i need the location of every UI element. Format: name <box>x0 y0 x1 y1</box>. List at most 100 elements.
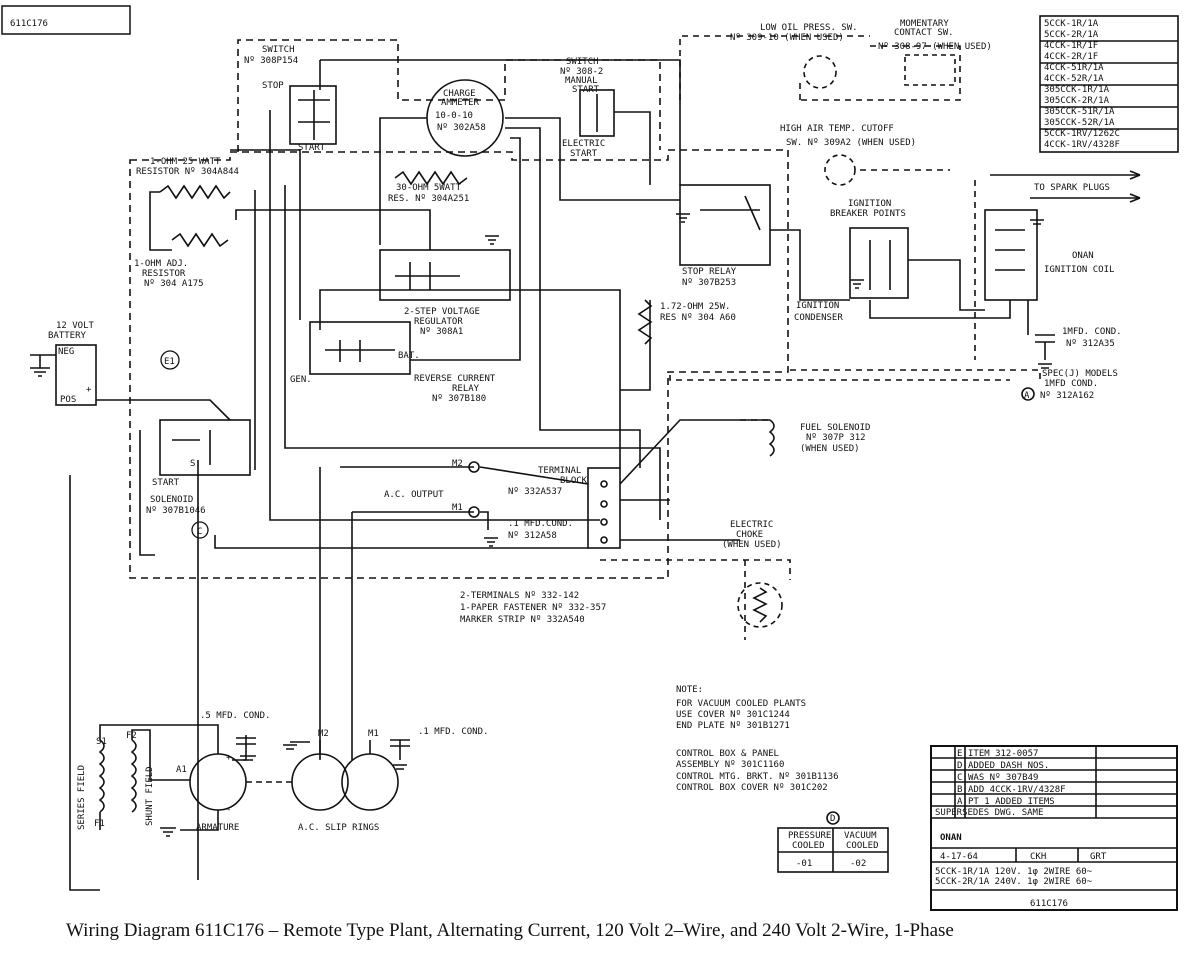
gen-label: GEN. <box>290 375 312 385</box>
title-block <box>930 745 1178 911</box>
marker-c: C <box>197 527 202 537</box>
low-oil-2: Nº 309-10 (WHEN USED) <box>730 33 844 43</box>
arm-plus: + <box>226 753 232 763</box>
momentary-3: Nº 308-97 (WHEN USED) <box>878 42 992 52</box>
start-stop-switch <box>289 85 337 145</box>
ac-output: A.C. OUTPUT <box>384 490 444 500</box>
rcr-2: RELAY <box>452 384 480 394</box>
model-item: 4CCK-1R/1F <box>1044 41 1098 51</box>
cond1-1: 1MFD. COND. <box>1062 327 1122 337</box>
vreg-3: Nº 308A1 <box>420 327 463 337</box>
model-item: 4CCK-51R/1A <box>1044 63 1104 73</box>
electric-start: START <box>570 149 598 159</box>
onan-1: ONAN <box>1072 251 1094 261</box>
electric: ELECTRIC <box>562 139 605 149</box>
ign-cond-1: IGNITION <box>796 301 839 311</box>
battery-plus: + <box>86 385 92 395</box>
model-list: 5CCK-1R/1A5CCK-2R/1A4CCK-1R/1F4CCK-2R/1F… <box>1044 19 1120 150</box>
choke-3: (WHEN USED) <box>722 540 782 550</box>
slip-ring-2 <box>341 753 399 811</box>
ign-breaker-1: IGNITION <box>848 199 891 209</box>
stop-relay-2: Nº 307B253 <box>682 278 736 288</box>
marker-e1: E1 <box>164 357 175 367</box>
term-1: TERMINAL <box>538 466 581 476</box>
revision-desc: ITEM 312-0057 <box>968 749 1038 759</box>
revision-letter: B <box>957 785 962 795</box>
desc-2: 5CCK-2R/1A 240V. 1φ 2WIRE 60~ <box>935 877 1093 887</box>
adj-3: Nº 304 A175 <box>144 279 204 289</box>
low-oil-pressure-switch <box>803 55 837 89</box>
start-solenoid <box>159 419 251 476</box>
model-item: 305CCK-2R/1A <box>1044 96 1110 106</box>
s1-label: S1 <box>96 737 107 747</box>
adj-2: RESISTOR <box>142 269 186 279</box>
model-item: 4CCK-1RV/4328F <box>1044 140 1120 150</box>
company-logo: ONAN <box>940 833 962 843</box>
revision-desc: ADDED DASH NOS. <box>968 761 1049 771</box>
momentary-2: CONTACT SW. <box>894 28 954 38</box>
vacuum-1: VACUUM <box>844 831 877 841</box>
cond58-2: Nº 312A58 <box>508 531 557 541</box>
revision-letter: C <box>957 773 962 783</box>
parts-1: 2-TERMINALS Nº 332-142 <box>460 591 579 601</box>
cond58-1: .1 MFD.COND. <box>508 519 573 529</box>
manual-start: START <box>572 85 600 95</box>
date: 4-17-64 <box>940 852 978 862</box>
bat-label: BAT. <box>398 351 420 361</box>
ign-cond-2: CONDENSER <box>794 313 843 323</box>
figure-caption: Wiring Diagram 611C176 – Remote Type Pla… <box>66 920 954 941</box>
vreg-2: REGULATOR <box>414 317 463 327</box>
fuel-solenoid <box>768 419 775 457</box>
asm-4: CONTROL BOX COVER Nº 301C202 <box>676 783 828 793</box>
f2-label: F2 <box>126 731 137 741</box>
fuel-3: (WHEN USED) <box>800 444 860 454</box>
start-sol: START <box>152 478 180 488</box>
panel-outline <box>237 39 661 152</box>
sol-2: Nº 307B1046 <box>146 506 206 516</box>
res1-2: RESISTOR Nº 304A844 <box>136 167 239 177</box>
adj-1: 1-OHM ADJ. <box>134 259 188 269</box>
gen-m2: M2 <box>318 729 329 739</box>
low-oil-1: LOW OIL PRESS. SW. <box>760 23 858 33</box>
res1-1: 1-OHM 25 WATT <box>150 157 221 167</box>
battery-neg: NEG <box>58 347 74 357</box>
f1-label: F1 <box>94 819 105 829</box>
momentary-contact-switch <box>904 54 956 86</box>
model-list-box <box>1039 15 1179 153</box>
ignition-breaker-points <box>849 227 909 299</box>
asm-1: CONTROL BOX & PANEL <box>676 749 779 759</box>
m1-label: M1 <box>452 503 463 513</box>
momentary-1: MOMENTARY <box>900 19 949 29</box>
reverse-current-relay <box>309 321 411 375</box>
note-2: USE COVER Nº 301C1244 <box>676 710 790 720</box>
ammeter-l2: AMMETER <box>441 98 480 108</box>
supersedes: SUPERSEDES DWG. SAME <box>935 808 1043 818</box>
res172-1: 1.72-OHM 25W. <box>660 302 730 312</box>
m2-label: M2 <box>452 459 463 469</box>
model-item: 5CCK-1R/1A <box>1044 19 1099 29</box>
choke-1: ELECTRIC <box>730 520 773 530</box>
dash-02: -02 <box>850 859 866 869</box>
res30-1: 30-OHM 5WATT <box>396 183 462 193</box>
doc-id: 611C176 <box>10 19 48 29</box>
series-field-label: SERIES FIELD <box>77 765 87 830</box>
battery-2: BATTERY <box>48 331 87 341</box>
electric-choke <box>737 582 783 628</box>
dwg-no: 611C176 <box>1030 899 1068 909</box>
model-item: 4CCK-2R/1F <box>1044 52 1098 62</box>
ammeter-l4: Nº 302A58 <box>437 123 486 133</box>
spec-3: Nº 312A162 <box>1040 391 1094 401</box>
pressure-2: COOLED <box>792 841 825 851</box>
dash-01: -01 <box>796 859 812 869</box>
cond5-label: .5 MFD. COND. <box>200 711 270 721</box>
parts-2: 1-PAPER FASTENER Nº 332-357 <box>460 603 606 613</box>
resistor-1.72ohm <box>637 299 653 345</box>
slip-rings-label: A.C. SLIP RINGS <box>298 823 379 833</box>
battery-1: 12 VOLT <box>56 321 95 331</box>
ammeter-l1: CHARGE <box>443 89 476 99</box>
solenoid-s: S <box>190 459 195 469</box>
marker-a-label: A <box>1024 391 1030 401</box>
label-start: START <box>298 143 326 153</box>
high-air-temp-switch <box>824 154 856 186</box>
revision-desc: PT 1 ADDED ITEMS <box>968 797 1055 807</box>
